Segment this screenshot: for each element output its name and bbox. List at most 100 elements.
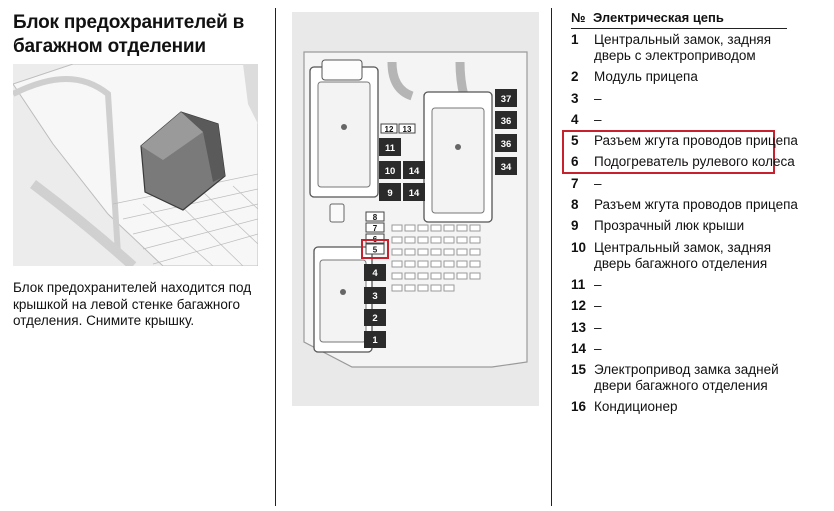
fuse-number: 3	[571, 90, 579, 106]
table-rows: 1 Центральный замок, задняя дверь с элект…	[571, 32, 834, 415]
table-row: 6 Подогреватель рулевого колеса	[571, 154, 834, 170]
column-divider	[275, 8, 276, 506]
fuse-number: 15	[571, 362, 587, 378]
fuse-number: 14	[571, 340, 587, 356]
svg-text:4: 4	[372, 268, 378, 279]
circuit-description: Электропривод замка задней двери багажно…	[594, 362, 779, 394]
fuse-13b: 14	[403, 183, 425, 201]
circuit-description: Центральный замок, задняя дверь багажног…	[594, 239, 772, 271]
fuse-number: 4	[571, 111, 579, 127]
fuse-number: 12	[571, 298, 587, 314]
fuse-number: 16	[571, 399, 587, 415]
fuse-34: 34	[495, 157, 517, 175]
fuse-14: 14	[403, 161, 425, 179]
fuse-13: 13	[398, 123, 416, 134]
svg-text:12: 12	[385, 125, 394, 134]
table-row: 10 Центральный замок, задняя дверь багажн…	[571, 240, 834, 272]
svg-text:36: 36	[501, 116, 512, 127]
circuit-description: –	[594, 111, 602, 127]
fuse-9: 9	[379, 183, 401, 201]
fuse-36: 36	[495, 111, 517, 129]
relay-left	[309, 59, 379, 198]
fuse-35: 36	[495, 134, 517, 152]
circuit-description: Разъем жгута проводов прицепа	[594, 197, 798, 213]
fuse-4: 4	[364, 264, 386, 281]
table-header: № Электрическая цепь	[571, 9, 787, 29]
fuse-number: 8	[571, 197, 579, 213]
circuit-description: Центральный замок, задняя дверь с электр…	[594, 32, 772, 63]
fuse-5-highlight	[361, 239, 389, 259]
fuse-12: 12	[380, 123, 398, 134]
fuse-11: 11	[379, 138, 401, 156]
svg-text:2: 2	[372, 313, 377, 324]
fuse-1: 1	[364, 331, 386, 348]
table-row: 3–	[571, 91, 834, 107]
fuse-number: 2	[571, 69, 579, 85]
circuit-description: –	[594, 340, 602, 356]
relay-right	[423, 91, 493, 223]
table-row: 12–	[571, 298, 834, 314]
fuse-number: 5	[571, 133, 579, 149]
svg-text:8: 8	[373, 213, 378, 222]
svg-text:34: 34	[501, 162, 512, 173]
table-row: 13–	[571, 320, 834, 336]
fuse-10: 10	[379, 161, 401, 179]
fuse-number: 11	[571, 276, 586, 292]
svg-text:11: 11	[385, 143, 396, 154]
fuse-3: 3	[364, 287, 386, 304]
circuit-description: –	[594, 90, 602, 106]
fuse-8: 8	[365, 211, 385, 222]
table-row: 15 Электропривод замка задней двери багаж…	[571, 362, 834, 394]
circuit-description: Разъем жгута проводов прицепа	[594, 133, 798, 149]
fuse-number: 10	[571, 239, 587, 255]
circuit-description: Модуль прицепа	[594, 69, 698, 85]
header-number: №	[571, 10, 586, 25]
fuse-number: 13	[571, 319, 587, 335]
svg-text:37: 37	[501, 94, 512, 105]
table-row: 16 Кондиционер	[571, 399, 834, 415]
svg-text:36: 36	[501, 139, 512, 150]
circuit-description: –	[594, 175, 602, 191]
circuit-description: Кондиционер	[594, 399, 678, 415]
header-circuit: Электрическая цепь	[593, 10, 724, 25]
svg-text:7: 7	[373, 224, 378, 233]
fuse-number: 9	[571, 218, 579, 234]
fuse-7: 7	[365, 222, 385, 233]
circuit-description: Прозрачный люк крыши	[594, 218, 745, 234]
table-row: 5 Разъем жгута проводов прицепа	[571, 133, 834, 149]
circuit-description: Подогреватель рулевого колеса	[594, 154, 795, 170]
row-5-highlight	[562, 130, 775, 174]
fuse-number: 7	[571, 175, 579, 191]
svg-text:1: 1	[372, 335, 378, 346]
table-row: 4–	[571, 112, 834, 128]
table-row: 14–	[571, 341, 834, 357]
svg-text:13: 13	[403, 125, 412, 134]
column-divider	[551, 8, 552, 506]
fuse-5: 5	[365, 243, 385, 255]
svg-text:14: 14	[409, 188, 420, 199]
table-row: 8 Разъем жгута проводов прицепа	[571, 197, 834, 213]
fusebox-diagram: 37 36 36 34 12 13 11 10 9 14 14 8 7 6 5 …	[292, 12, 539, 406]
table-row: 1 Центральный замок, задняя дверь с элект…	[571, 32, 834, 64]
page-title: Блок предохранителей в багажном отделени…	[13, 12, 245, 57]
svg-text:5: 5	[373, 246, 378, 255]
fuse-number: 1	[571, 32, 579, 47]
table-row: 2 Модуль прицепа	[571, 69, 834, 85]
fuse-number: 6	[571, 154, 579, 170]
fuse-37: 37	[495, 89, 517, 107]
circuit-description: –	[594, 298, 602, 314]
location-description: Блок предохранителей находится под крышк…	[13, 280, 252, 328]
svg-text:10: 10	[385, 166, 396, 177]
table-row: 7–	[571, 176, 834, 192]
fuse-2: 2	[364, 309, 386, 326]
relay-bottom	[313, 246, 373, 353]
circuit-description: –	[594, 319, 602, 335]
left-column: Блок предохранителей в багажном отделени…	[0, 0, 262, 511]
svg-text:9: 9	[387, 188, 392, 199]
trunk-illustration	[13, 64, 258, 266]
svg-text:14: 14	[409, 166, 420, 177]
circuit-description: –	[594, 276, 602, 292]
table-row: 11–	[571, 277, 834, 293]
svg-text:3: 3	[372, 291, 377, 302]
